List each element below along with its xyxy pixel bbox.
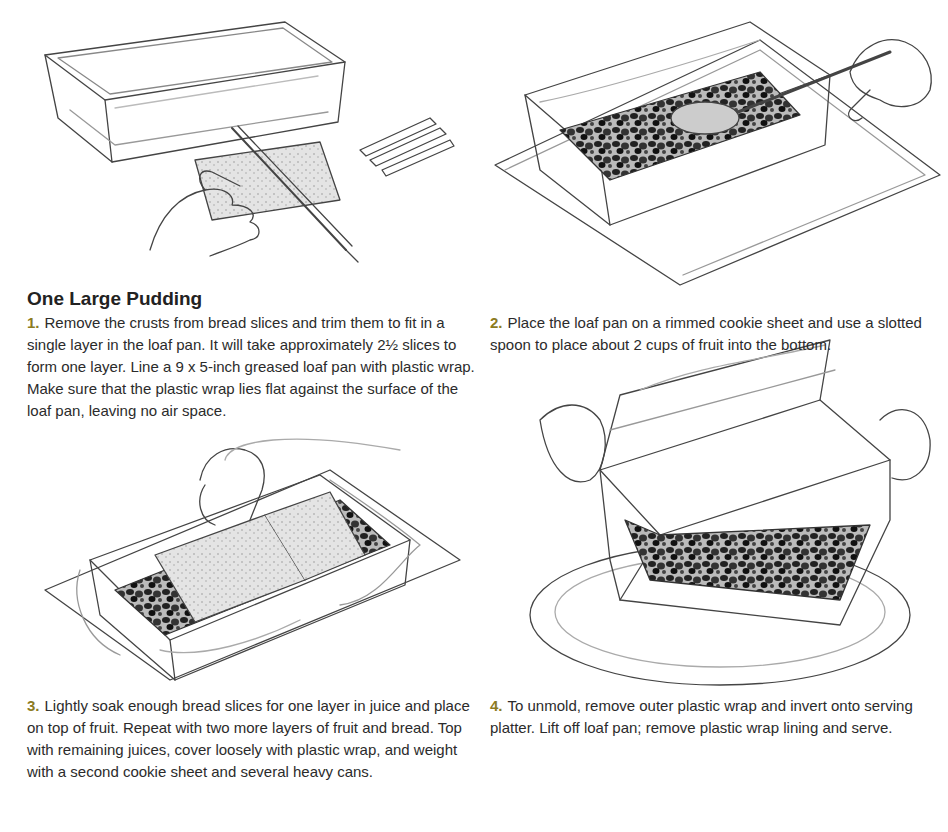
step-text: To unmold, remove outer plastic wrap and… [490,697,913,736]
sketch-trim-bread [45,22,454,262]
step-number: 2. [490,314,503,331]
step-block: 2.Place the loaf pan on a rimmed cookie … [490,312,940,356]
step-number: 1. [27,314,40,331]
step-number: 3. [27,697,40,714]
step-text: Lightly soak enough bread slices for one… [27,697,470,780]
step-number: 4. [490,697,503,714]
step-text: Place the loaf pan on a rimmed cookie sh… [490,314,922,353]
sketch-unmold [530,340,930,685]
step-block: 4.To unmold, remove outer plastic wrap a… [490,695,940,739]
step-block: 3.Lightly soak enough bread slices for o… [27,695,475,783]
sketch-spoon-fruit [495,22,940,285]
title: One Large Pudding [27,288,202,310]
sketch-bread-layer [45,439,460,680]
step-block: 1.Remove the crusts from bread slices an… [27,312,475,422]
step-text: Remove the crusts from bread slices and … [27,314,475,419]
